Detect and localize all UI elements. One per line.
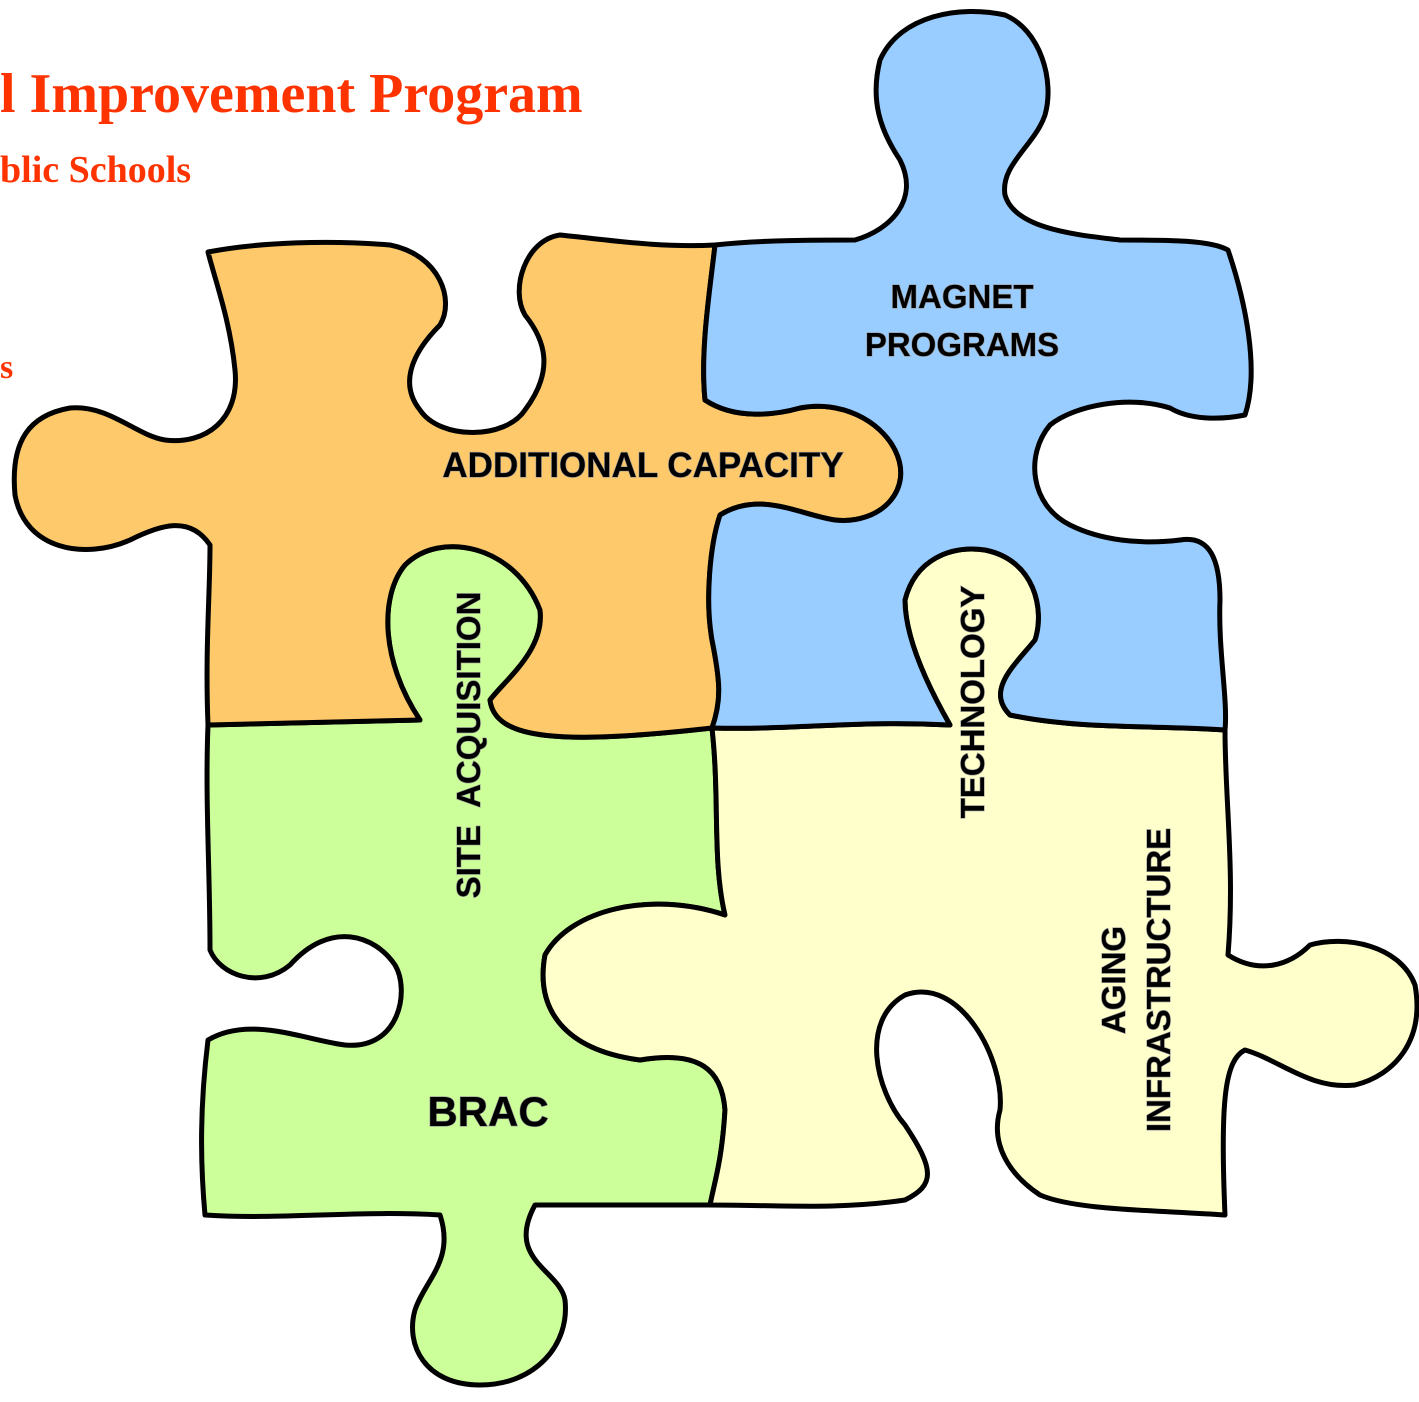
piece-magnet-programs bbox=[701, 8, 1254, 733]
page-title: l Improvement Program bbox=[0, 63, 583, 125]
label-additional-capacity: ADDITIONAL CAPACITY bbox=[442, 446, 843, 485]
label-magnet-programs-line2: PROGRAMS bbox=[865, 326, 1059, 363]
label-aging-infrastructure-line2: INFRASTRUCTURE bbox=[1140, 828, 1177, 1132]
label-magnet-programs-line1: MAGNET bbox=[891, 278, 1034, 315]
label-site-acquisition: SITE ACQUISITION bbox=[450, 592, 487, 899]
cut-off-text: s bbox=[0, 349, 14, 386]
label-aging-infrastructure-line1: AGING bbox=[1095, 926, 1132, 1034]
page-subtitle: blic Schools bbox=[0, 149, 192, 191]
label-technology: TECHNOLOGY bbox=[954, 586, 991, 819]
label-brac: BRAC bbox=[427, 1088, 548, 1135]
